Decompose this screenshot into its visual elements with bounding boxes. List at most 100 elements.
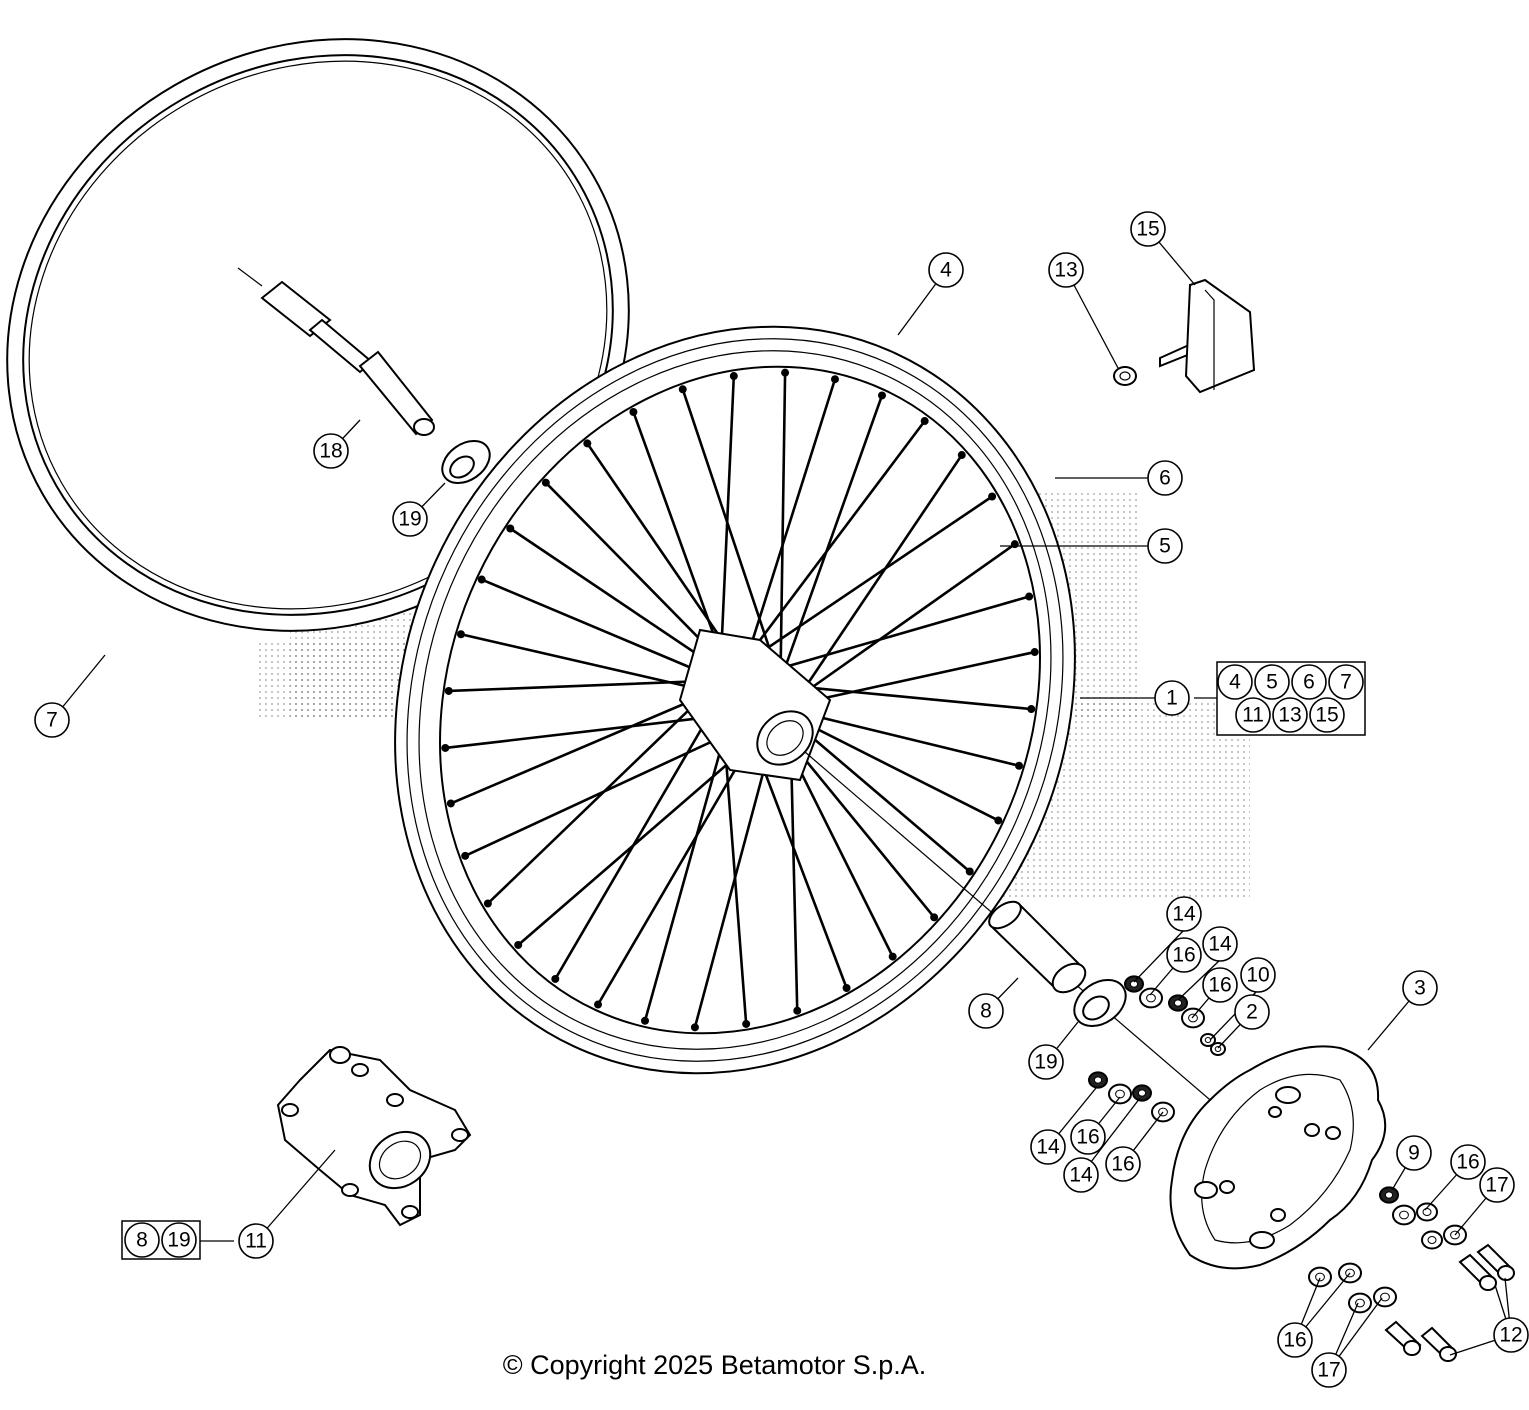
washer-hole <box>1315 1272 1325 1282</box>
svg-text:3: 3 <box>1414 977 1426 1000</box>
svg-text:7: 7 <box>46 709 58 732</box>
spoke-nipple <box>781 368 790 377</box>
svg-text:17: 17 <box>1485 1174 1508 1197</box>
callout-5: 5 <box>1147 528 1183 564</box>
callout-14-c: 14 <box>1030 1129 1066 1165</box>
callout-19-top: 19 <box>392 501 428 537</box>
svg-text:15: 15 <box>1315 704 1338 727</box>
callout-7: 7 <box>34 702 70 738</box>
callout-16-c: 16 <box>1070 1119 1106 1155</box>
svg-text:19: 19 <box>398 508 421 531</box>
spoke-nipple <box>641 1016 650 1025</box>
svg-text:5: 5 <box>1266 671 1278 694</box>
spoke <box>447 678 732 693</box>
callout-18: 18 <box>313 433 349 469</box>
callout-6: 6 <box>1147 460 1183 496</box>
svg-text:11: 11 <box>1242 704 1264 727</box>
svg-text:9: 9 <box>1408 1142 1420 1165</box>
svg-text:16: 16 <box>1076 1126 1099 1149</box>
callout-4: 4 <box>928 252 964 288</box>
callout-12: 12 <box>1493 1317 1529 1353</box>
spoke-nipple <box>1025 592 1034 601</box>
spoke-nipple <box>629 407 638 416</box>
spoke-nipple <box>965 867 974 876</box>
svg-text:16: 16 <box>1111 1153 1134 1176</box>
nipples-part <box>441 368 1039 1032</box>
svg-text:8: 8 <box>980 1000 992 1023</box>
spoke <box>738 377 837 682</box>
callout-10: 10 <box>1240 957 1276 993</box>
svg-text:18: 18 <box>319 440 342 463</box>
svg-text:15: 15 <box>1136 218 1159 241</box>
callout-1: 1 <box>1154 680 1190 716</box>
svg-text:14: 14 <box>1172 903 1196 926</box>
callout-16-b: 16 <box>1202 967 1238 1003</box>
kit-item: 4 <box>1217 664 1253 700</box>
callout-14-d: 14 <box>1063 1157 1099 1193</box>
washer-hole <box>1115 1089 1125 1099</box>
spoke-nipple <box>1027 705 1036 714</box>
kit-item: 6 <box>1291 664 1327 700</box>
washer-hole <box>1173 999 1183 1007</box>
washer-hole <box>1399 1210 1409 1220</box>
washer-hole <box>1146 993 1156 1003</box>
washer-hole <box>1422 1208 1432 1216</box>
spoke-nipple <box>477 575 486 584</box>
svg-text:14: 14 <box>1036 1136 1060 1159</box>
spoke-nipple <box>678 385 687 394</box>
callout-13: 13 <box>1048 252 1084 288</box>
spoke-nipple <box>957 451 966 460</box>
callout-15: 15 <box>1130 211 1166 247</box>
spoke-nipple <box>583 439 592 448</box>
kit-item: 5 <box>1254 664 1290 700</box>
svg-text:10: 10 <box>1246 964 1269 987</box>
svg-text:11: 11 <box>245 1230 267 1253</box>
svg-text:6: 6 <box>1303 671 1315 694</box>
svg-text:2: 2 <box>1246 1001 1258 1024</box>
washer-hole <box>1384 1191 1394 1199</box>
callout-14-b: 14 <box>1202 926 1238 962</box>
washer-hole <box>1427 1236 1437 1244</box>
spoke-nipple <box>742 1019 751 1028</box>
callout-8: 8 <box>968 993 1004 1029</box>
kit-item: 19 <box>161 1222 197 1258</box>
svg-text:16: 16 <box>1456 1151 1479 1174</box>
spoke-nipple <box>1010 540 1019 549</box>
svg-text:6: 6 <box>1159 467 1171 490</box>
spoke-nipple <box>441 743 450 752</box>
washer-hole <box>1188 1013 1198 1023</box>
callout-9: 9 <box>1396 1135 1432 1171</box>
spoke-nipple <box>541 478 550 487</box>
svg-text:16: 16 <box>1283 1329 1306 1352</box>
spoke-nipple <box>877 391 886 400</box>
spoke-nipple <box>506 524 515 533</box>
copyright-notice: © Copyright 2025 Betamotor S.p.A. <box>502 1350 927 1380</box>
spacer-part <box>988 900 1087 994</box>
callout-16-a: 16 <box>1166 937 1202 973</box>
spoke-nipple <box>988 492 997 501</box>
spoke-nipple <box>456 630 465 639</box>
spoke-nipple <box>842 984 851 993</box>
disc-bolts-part <box>1384 1243 1515 1362</box>
callout-2: 2 <box>1234 994 1270 1030</box>
callout-16-d: 16 <box>1105 1146 1141 1182</box>
svg-text:8: 8 <box>136 1229 148 1252</box>
callout-16-f: 16 <box>1277 1322 1313 1358</box>
spoke-nipple <box>444 686 453 695</box>
svg-text:12: 12 <box>1499 1324 1522 1347</box>
spoke-nipple <box>446 799 455 808</box>
svg-text:4: 4 <box>940 259 952 282</box>
svg-text:17: 17 <box>1317 1359 1340 1382</box>
spoke <box>480 578 722 682</box>
svg-text:4: 4 <box>1229 671 1241 694</box>
washer-hole <box>1137 1089 1147 1097</box>
brake-disc-part <box>1169 1045 1387 1270</box>
svg-text:19: 19 <box>1034 1051 1057 1074</box>
spoke-nipple <box>551 974 560 983</box>
callout-11: 11 <box>238 1223 274 1259</box>
kit-item: 11 <box>1235 697 1271 733</box>
spoke-nipple <box>888 952 897 961</box>
spoke-nipple <box>461 851 470 860</box>
axle-part <box>237 267 435 436</box>
